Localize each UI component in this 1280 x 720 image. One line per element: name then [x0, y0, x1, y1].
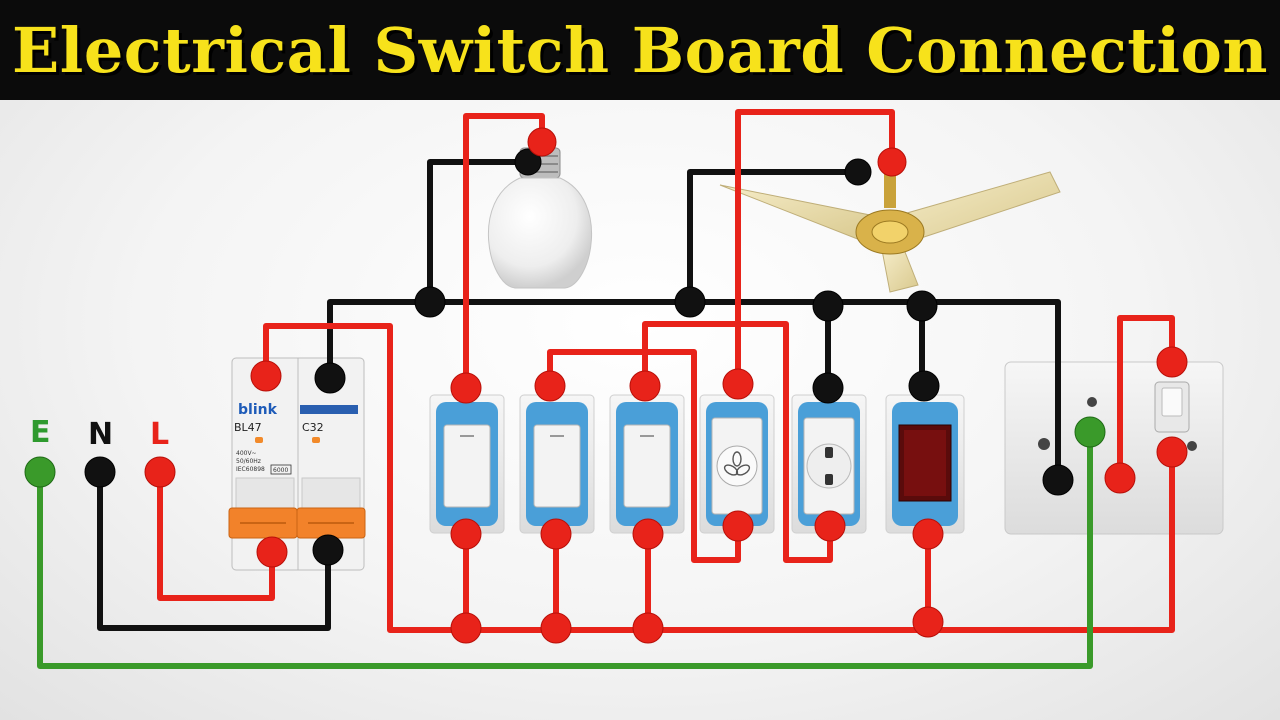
breaker-capacity: 6000 [273, 467, 288, 474]
neutral-label: N [88, 417, 113, 452]
socket-pin-hole [1038, 438, 1050, 450]
socket-switch[interactable] [623, 424, 671, 508]
earth-label: E [30, 415, 51, 450]
switch-module-2 [519, 394, 595, 534]
live-label: L [150, 417, 169, 452]
live-wires [157, 109, 1175, 633]
fan-symbol-icon [723, 451, 751, 476]
breaker-brand: blink [238, 402, 278, 418]
breaker-spec-2: 50/60Hz [236, 458, 261, 465]
fan-switch[interactable] [533, 424, 581, 508]
light-switch-1[interactable] [443, 424, 491, 508]
breaker-spec-3: IEC60898 [236, 466, 265, 473]
live-terminals [144, 127, 1188, 644]
regulator-module [699, 394, 775, 534]
socket-module [791, 394, 867, 534]
breaker-rating: C32 [302, 421, 324, 434]
earth-wire [37, 429, 1093, 669]
light-bulb-icon [487, 147, 593, 289]
switch-module-3 [609, 394, 685, 534]
indicator-module [885, 394, 965, 534]
switch-module-1 [429, 394, 505, 534]
title-bar: Electrical Switch Board Connection [0, 0, 1280, 100]
socket-pin-hole [1187, 441, 1197, 451]
circuit-breaker: blink BL47 C32 400V~ 50/60Hz IEC60898 60… [228, 357, 366, 571]
socket-pin-hole [1087, 397, 1097, 407]
breaker-model: BL47 [234, 421, 262, 434]
ceiling-fan-icon [719, 168, 1061, 293]
breaker-spec-1: 400V~ [236, 450, 257, 457]
power-socket-icon[interactable] [806, 443, 852, 489]
page-title: Electrical Switch Board Connection [12, 13, 1268, 87]
earth-terminals [24, 416, 1106, 488]
neutral-terminals [84, 148, 1074, 566]
wall-socket-plate [1004, 361, 1224, 535]
